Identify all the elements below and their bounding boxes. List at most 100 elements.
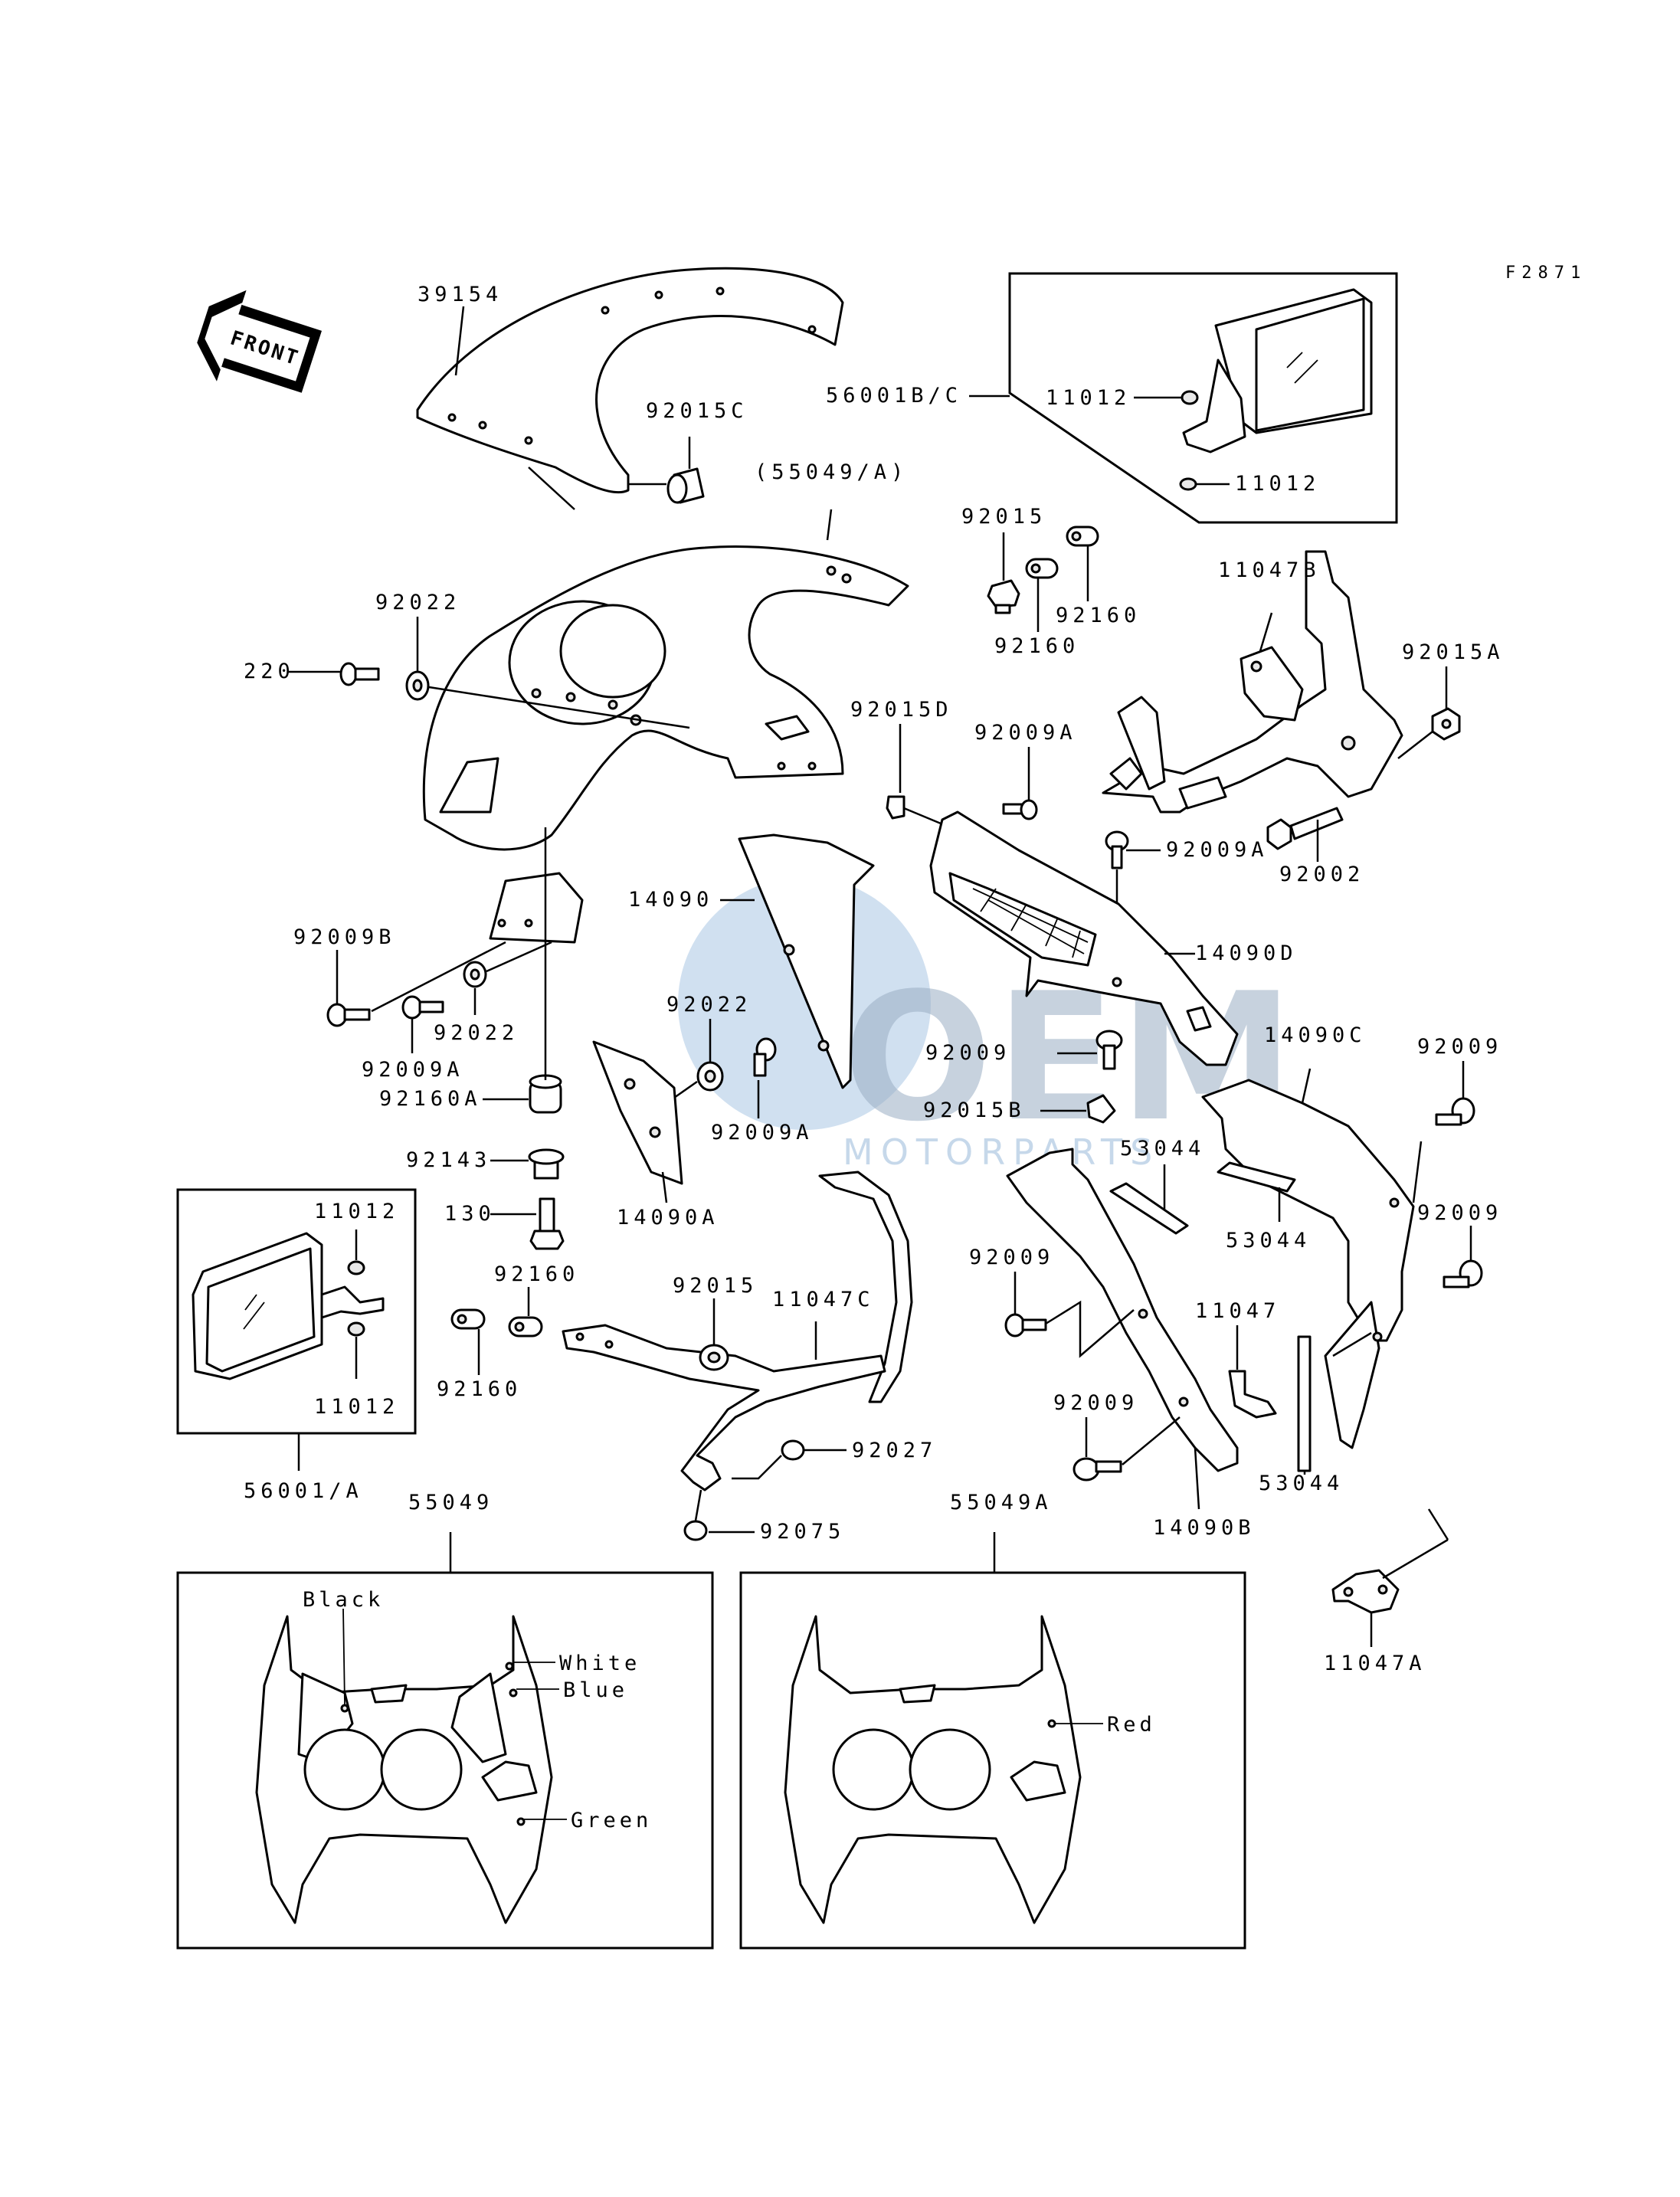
- label-92009-r1: 92009: [1417, 1035, 1502, 1059]
- mirror-box-56001A: [176, 1188, 417, 1471]
- label-92009A-top: 92009A: [974, 721, 1077, 745]
- label-55049: 55049: [408, 1491, 493, 1514]
- label-92015-top: 92015: [961, 505, 1046, 529]
- part-92022-left-washer: [463, 941, 552, 1015]
- part-14090A-panel: [592, 1040, 683, 1203]
- label-55049A: 55049A: [950, 1491, 1053, 1514]
- part-92009-bottom2-screw: [1073, 1416, 1181, 1482]
- label-92160-bot1: 92160: [437, 1377, 522, 1401]
- color-blue: Blue: [563, 1678, 628, 1702]
- label-92002: 92002: [1279, 863, 1364, 886]
- part-92015C-grommet: [628, 437, 705, 504]
- label-92009-mid: 92009: [925, 1041, 1010, 1065]
- part-130-bolt: [490, 1197, 565, 1250]
- label-92015-bottom: 92015: [673, 1274, 758, 1298]
- label-92009-r2: 92009: [1417, 1201, 1502, 1225]
- label-11047: 11047: [1195, 1299, 1280, 1323]
- part-14090-panel: [720, 833, 875, 1089]
- part-220-screw: [287, 662, 690, 729]
- cowl-box-55049A: [739, 1532, 1246, 1950]
- part-92143-collar: [490, 1148, 565, 1180]
- label-11012-left1: 11012: [314, 1200, 399, 1223]
- label-14090A: 14090A: [617, 1206, 719, 1229]
- part-92015D-nut: [886, 724, 951, 829]
- color-green: Green: [571, 1809, 652, 1832]
- color-black: Black: [303, 1588, 384, 1612]
- part-92075-damper: [683, 1489, 755, 1541]
- label-92009B: 92009B: [293, 925, 396, 949]
- label-56001BC: 56001B/C: [826, 384, 962, 408]
- part-92160-top-clips: [1025, 526, 1099, 632]
- front-arrow-icon: FRONT: [197, 290, 322, 393]
- watermark-sub: MOTORPARTS: [843, 1131, 1160, 1173]
- label-11047A: 11047A: [1324, 1652, 1426, 1675]
- diagram-code: F2871: [1505, 264, 1587, 283]
- label-14090C: 14090C: [1264, 1023, 1367, 1047]
- label-92075: 92075: [760, 1520, 845, 1544]
- part-11047B-stay: [1102, 550, 1403, 814]
- part-92009-right2-screw: [1443, 1226, 1483, 1288]
- label-39154: 39154: [418, 283, 503, 306]
- label-92009-b2: 92009: [1053, 1391, 1138, 1415]
- part-11047-bracket: [1228, 1325, 1277, 1419]
- part-55049-upper-cowl: [422, 545, 909, 944]
- label-92009A-right: 92009A: [1166, 838, 1269, 862]
- label-92022-left: 92022: [434, 1021, 519, 1045]
- part-92022-top-washer: [405, 617, 430, 701]
- part-92027-collar: [732, 1439, 847, 1480]
- label-220: 220: [244, 660, 295, 683]
- mirror-box-56001BC: [969, 272, 1398, 524]
- part-92160-bottom-clips: [450, 1287, 543, 1375]
- cowl-box-55049: [176, 1532, 714, 1950]
- label-14090: 14090: [628, 888, 713, 912]
- label-92009-b1: 92009: [969, 1246, 1054, 1269]
- label-92143: 92143: [406, 1148, 491, 1172]
- part-14090B-panel: [1006, 1148, 1239, 1510]
- label-130: 130: [444, 1202, 496, 1226]
- color-red: Red: [1107, 1713, 1156, 1737]
- part-14090D-duct: [929, 810, 1239, 1066]
- part-92160A-damper: [483, 827, 562, 1114]
- part-92009A-top-screw: [1002, 747, 1038, 820]
- label-53044-a: 53044: [1120, 1137, 1205, 1161]
- label-92022-top: 92022: [375, 591, 460, 614]
- label-92009A-mid: 92009A: [711, 1121, 814, 1144]
- part-92009A-mid-screw: [753, 1037, 777, 1118]
- label-56001A: 56001/A: [244, 1479, 363, 1503]
- label-14090D: 14090D: [1195, 941, 1298, 965]
- label-92160-top2: 92160: [1056, 604, 1141, 627]
- part-92015A-nut: [1397, 666, 1461, 759]
- color-white: White: [559, 1652, 640, 1675]
- label-92015B: 92015B: [923, 1098, 1026, 1122]
- part-39154-screen: [416, 267, 844, 510]
- label-92160-bot2: 92160: [494, 1262, 579, 1286]
- label-92015D: 92015D: [850, 698, 953, 722]
- part-53044-strips: [1109, 1161, 1312, 1475]
- part-92015-top-nut: [987, 532, 1020, 614]
- label-92160A: 92160A: [379, 1087, 482, 1111]
- part-92015B-nut: [1040, 1094, 1116, 1124]
- part-92009-mid-screw: [1057, 1030, 1123, 1070]
- part-92015-bottom-grommet: [699, 1298, 729, 1371]
- part-92009A-left-screw: [401, 995, 444, 1053]
- label-92027: 92027: [852, 1439, 937, 1462]
- label-92015C: 92015C: [646, 399, 748, 423]
- part-92002-bolt: [1266, 807, 1344, 862]
- watermark-globe-icon: [678, 877, 931, 1130]
- label-11047B: 11047B: [1218, 558, 1321, 582]
- part-92009-right1-screw: [1435, 1061, 1475, 1126]
- part-92009B-screw: [326, 941, 506, 1027]
- label-92009A-left: 92009A: [362, 1058, 464, 1082]
- label-53044-c: 53044: [1259, 1472, 1344, 1495]
- label-92015A: 92015A: [1402, 640, 1505, 664]
- label-92022-mid: 92022: [666, 993, 752, 1017]
- label-11012-top2: 11012: [1235, 472, 1320, 496]
- label-11012-left2: 11012: [314, 1395, 399, 1419]
- label-11012-top1: 11012: [1046, 386, 1131, 410]
- label-53044-b: 53044: [1226, 1229, 1311, 1252]
- label-55049A-cowl: (55049/A): [755, 460, 908, 484]
- part-92009-bottom1-screw: [1004, 1272, 1135, 1358]
- part-92022-mid-washer: [666, 1019, 724, 1105]
- label-92160-top1: 92160: [994, 634, 1079, 658]
